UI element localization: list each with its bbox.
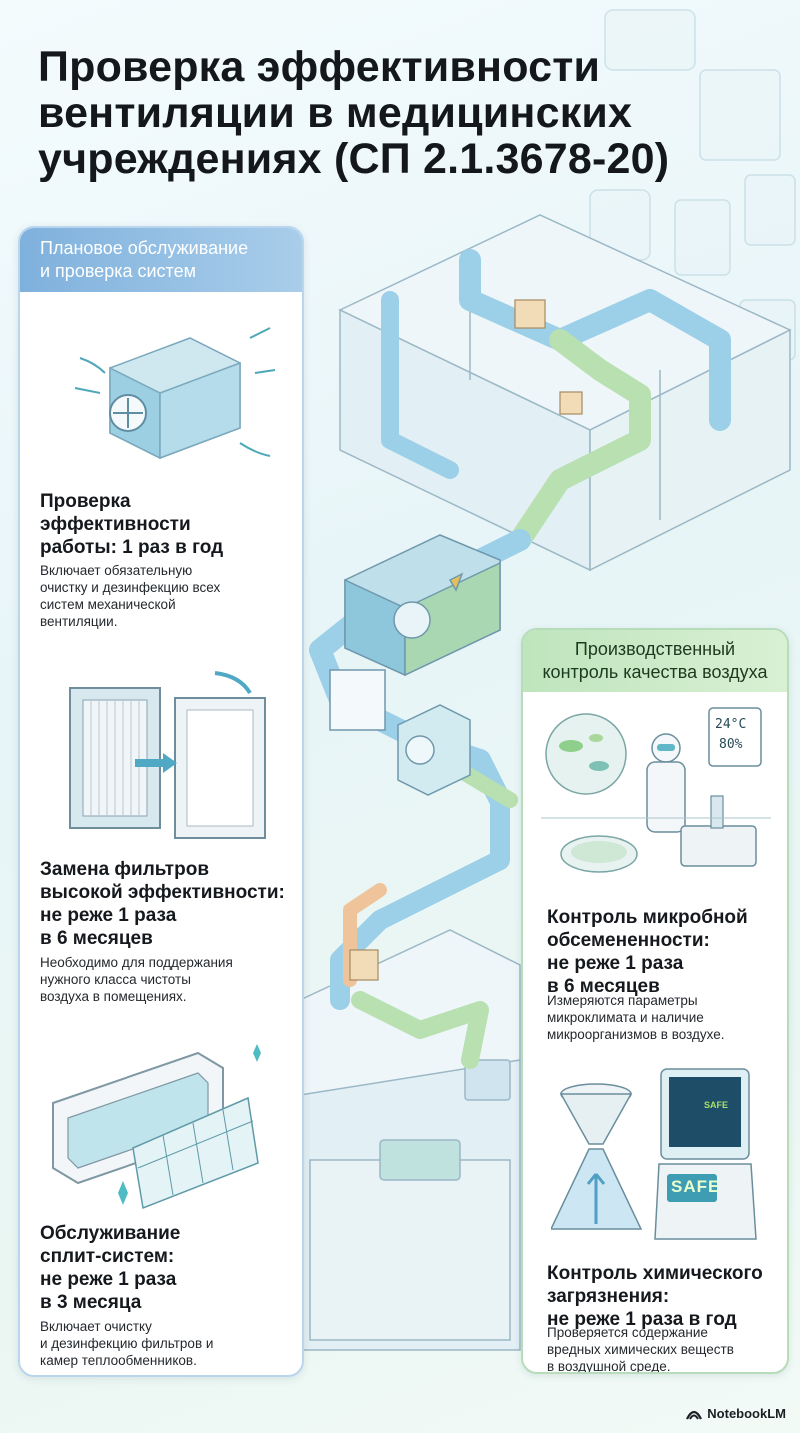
page-title: Проверка эффективности вентиляции в меди…	[38, 43, 670, 183]
thermometer-display-temp: 24°C	[715, 717, 747, 732]
main-air-handling-unit	[344, 534, 501, 677]
notebooklm-logo-icon	[686, 1410, 703, 1420]
notebooklm-badge: NotebookLM	[686, 1406, 786, 1421]
chemical-control-desc: Проверяется содержание вредных химически…	[547, 1325, 734, 1374]
analyzer-small-screen-label: SAFE	[704, 1100, 729, 1110]
hepa-filter-icon	[69, 671, 266, 839]
upper-floor	[338, 214, 792, 572]
split-system-desc: Включает очистку и дезинфекцию фильтров …	[40, 1319, 214, 1368]
split-system-icon	[52, 1044, 261, 1210]
chemical-analyzer-icon	[551, 1068, 757, 1240]
air-handling-unit-icon	[74, 327, 276, 460]
filter-replacement-title: Замена фильтров высокой эффективности: н…	[40, 859, 285, 949]
microbiology-lab-icon	[541, 707, 771, 873]
scheduled-maintenance-panel: Плановое обслуживание и проверка систем …	[18, 226, 304, 1377]
efficiency-check-desc: Включает обязательную очистку и дезинфек…	[40, 563, 221, 629]
production-control-header: Производственный контроль качества возду…	[523, 630, 787, 692]
split-system-title: Обслуживание сплит-систем: не реже 1 раз…	[40, 1223, 181, 1313]
damper-boxes	[349, 299, 583, 981]
scheduled-maintenance-header: Плановое обслуживание и проверка систем	[20, 228, 302, 292]
analyzer-safe-label: SAFE	[671, 1177, 721, 1196]
thermometer-display-humidity: 80%	[719, 737, 743, 752]
notebooklm-label: NotebookLM	[707, 1406, 786, 1421]
microbial-control-title: Контроль микробной обсемененности: не ре…	[547, 907, 748, 997]
efficiency-check-title: Проверка эффективности работы: 1 раз в г…	[40, 491, 224, 558]
production-control-panel: Производственный контроль качества возду…	[521, 628, 789, 1374]
filter-replacement-desc: Необходимо для поддержания нужного класс…	[40, 955, 233, 1004]
chemical-control-title: Контроль химического загрязнения: не реж…	[547, 1263, 763, 1330]
secondary-air-handling-unit	[329, 669, 471, 796]
microbial-control-desc: Измеряются параметры микроклимата и нали…	[547, 993, 725, 1042]
